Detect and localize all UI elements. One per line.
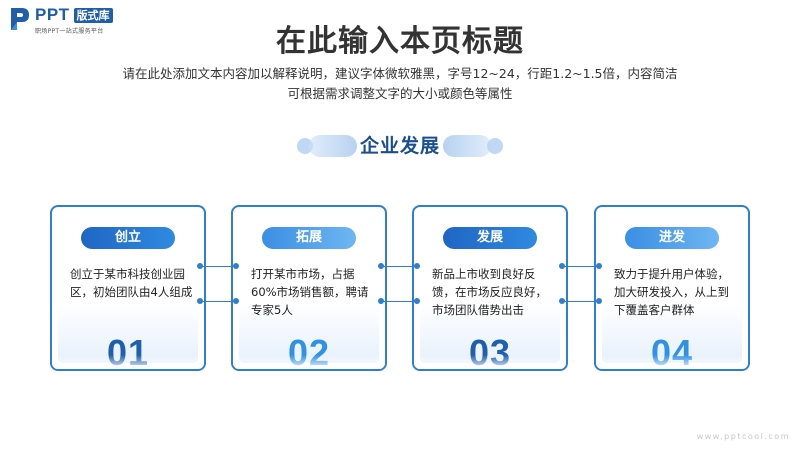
connector-dot [378, 263, 384, 269]
stage-text-1: 创立于某市科技创业园区，初始团队由4人组成 [70, 267, 193, 299]
connector-dot [378, 298, 384, 304]
connector-3-4-bottom [562, 301, 599, 302]
stage-card-3: 发展 新品上市收到良好反馈，在市场反应良好，市场团队借势出击 03 [412, 205, 568, 373]
stage-text-2: 打开某市市场，占据60%市场销售额，聘请专家5人 [251, 267, 369, 317]
stage-label-4: 进发 [625, 227, 719, 249]
stage-text-3: 新品上市收到良好反馈，在市场反应良好，市场团队借势出击 [432, 267, 547, 317]
connector-dot [197, 263, 203, 269]
stage-text-4: 致力于提升用户体验，加大研发投入，从上到下覆盖客户群体 [614, 267, 729, 317]
connector-2-3-top [381, 266, 417, 267]
section-heading: 企业发展 [297, 130, 503, 162]
decor-dot-right [487, 138, 503, 154]
connector-dot [414, 298, 420, 304]
stage-card-1: 创立 创立于某市科技创业园区，初始团队由4人组成 01 [50, 205, 206, 373]
decor-pill-right [443, 135, 491, 157]
connector-1-2-bottom [200, 301, 236, 302]
page-title: 在此输入本页标题 [276, 24, 524, 59]
decor-pill-left [309, 135, 357, 157]
connector-2-3-bottom [381, 301, 417, 302]
logo-badge: 版式库 [73, 7, 113, 23]
logo-tagline: 职场PPT一站式服务平台 [35, 28, 104, 35]
logo-name: PPT [35, 5, 70, 24]
connector-dot [559, 263, 565, 269]
connector-3-4-top [562, 266, 599, 267]
subtitle-line-1: 请在此处添加文本内容加以解释说明，建议字体微软雅黑，字号12~24，行距1.2~… [122, 66, 678, 81]
connector-dot [414, 263, 420, 269]
connector-1-2-top [200, 266, 236, 267]
stage-card-2: 拓展 打开某市市场，占据60%市场销售额，聘请专家5人 02 [231, 205, 387, 373]
brand-logo: PPT 版式库 职场PPT一站式服务平台 [9, 6, 113, 35]
connector-dot [596, 298, 602, 304]
connector-dot [596, 263, 602, 269]
connector-dot [197, 298, 203, 304]
logo-icon [9, 6, 31, 32]
connector-dot [559, 298, 565, 304]
connector-dot [233, 263, 239, 269]
stage-label-3: 发展 [443, 227, 537, 249]
connector-dot [233, 298, 239, 304]
section-title: 企业发展 [359, 135, 440, 157]
stage-label-2: 拓展 [262, 227, 356, 249]
subtitle-line-2: 可根据需求调整文字的大小或颜色等属性 [287, 86, 513, 101]
stage-label-1: 创立 [81, 227, 175, 249]
stage-card-4: 进发 致力于提升用户体验，加大研发投入，从上到下覆盖客户群体 04 [594, 205, 750, 373]
watermark: www.pptcool.com [696, 432, 790, 441]
